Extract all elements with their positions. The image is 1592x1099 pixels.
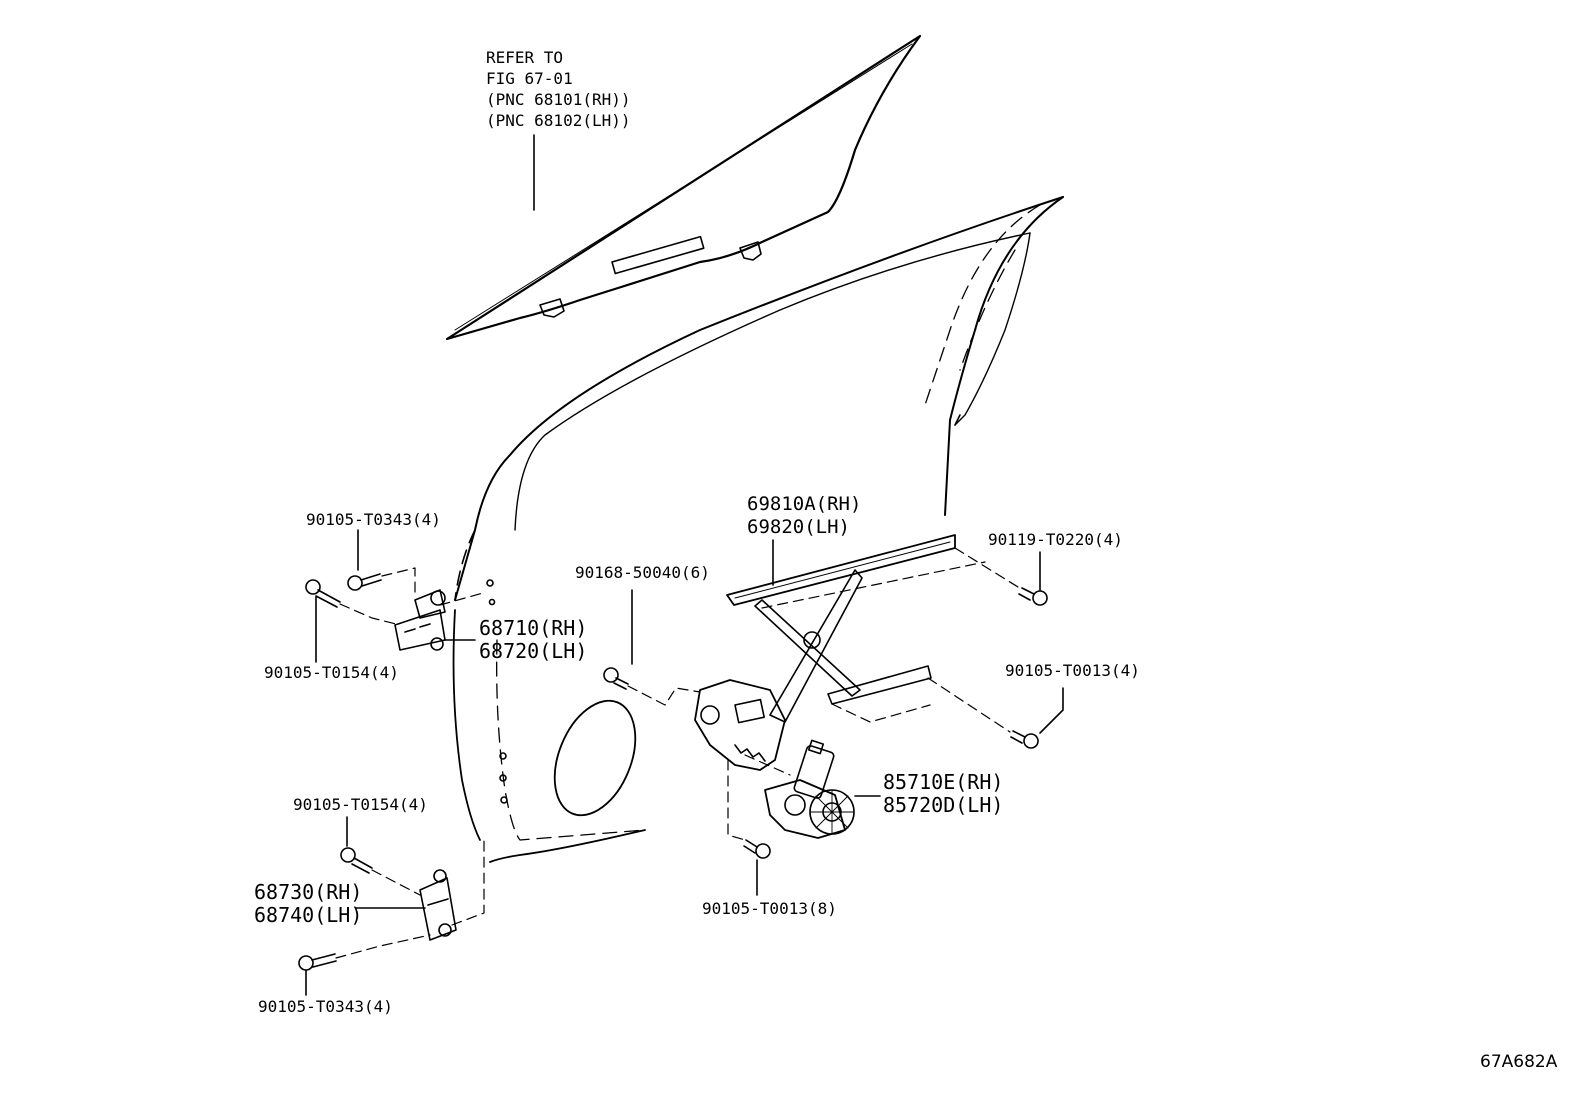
upper-hinge-bolt-bottom-label: 90105-T0154(4) (264, 663, 399, 682)
upper-hinge-bolt-top-label: 90105-T0343(4) (306, 510, 441, 529)
regulator-bolt (604, 668, 628, 689)
regulator-bolt-label: 90168-50040(6) (575, 563, 710, 582)
glass-ref-line-3: (PNC 68101(RH)) (486, 90, 631, 109)
motor-label-lh: 85720D(LH) (883, 793, 1004, 817)
rail-bolt-right-label: 90105-T0013(4) (1005, 661, 1140, 680)
glass-ref-line-1: REFER TO (486, 48, 564, 67)
regulator-leaders (628, 548, 1018, 775)
figure-id: 67A682A (1480, 1052, 1558, 1072)
lower-hinge-bolt-top (341, 848, 372, 873)
upper-hinge-label-rh: 68710(RH) (479, 616, 588, 640)
glass-ref-line-4: (PNC 68102(LH)) (486, 111, 631, 130)
lower-hinge-label-rh: 68730(RH) (254, 880, 363, 904)
lower-hinge-leaders (336, 840, 484, 958)
upper-hinge-label-lh: 68720(LH) (479, 639, 588, 663)
motor-bolt (744, 840, 770, 858)
regulator-label-lh: 69820(LH) (747, 516, 850, 538)
upper-hinge-bolt-top (348, 574, 381, 590)
rail-bolt-right (1011, 731, 1038, 748)
upper-hinge (395, 590, 445, 650)
rail-bolt-top (1019, 588, 1047, 605)
door-frame (454, 197, 1063, 862)
glass-ref-line-2: FIG 67-01 (486, 69, 573, 88)
motor-leaders (728, 760, 745, 840)
lower-hinge-bolt-top-label: 90105-T0154(4) (293, 795, 428, 814)
regulator-motor (765, 740, 854, 838)
motor-bolt-label: 90105-T0013(8) (702, 899, 837, 918)
regulator-assembly (695, 535, 955, 770)
door-glass (447, 36, 920, 339)
upper-hinge-bolt-bottom (306, 580, 340, 607)
lower-hinge-label-lh: 68740(LH) (254, 903, 363, 927)
upper-hinge-leaders (340, 568, 483, 625)
rail-bolt-top-label: 90119-T0220(4) (988, 530, 1123, 549)
regulator-label-rh: 69810A(RH) (747, 493, 862, 515)
lower-hinge-bolt-bottom (299, 954, 336, 970)
motor-label-rh: 85710E(RH) (883, 770, 1004, 794)
lower-hinge (420, 870, 456, 940)
lower-hinge-bolt-bottom-label: 90105-T0343(4) (258, 997, 393, 1016)
callout-leaders (306, 135, 1063, 995)
